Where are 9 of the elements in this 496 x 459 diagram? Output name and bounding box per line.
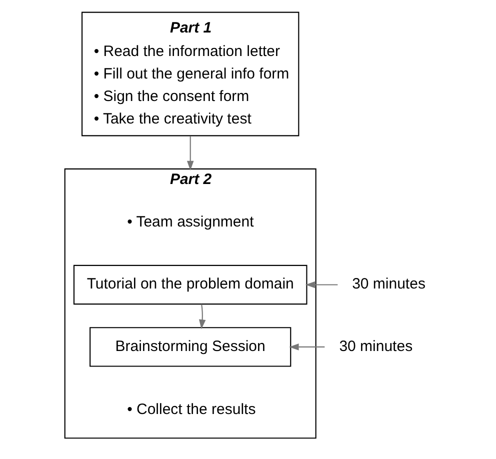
arrow	[305, 281, 338, 288]
arrow	[198, 304, 206, 330]
node-text: 30 minutes	[352, 276, 426, 293]
node-box: Part 1 • Read the information letter • Fill out the general info form • Sign the consent form • Take the creativity test	[82, 12, 300, 136]
node-box: Brainstorming Session	[90, 327, 292, 367]
arrow	[289, 344, 325, 350]
node-box: Tutorial on the problem domain	[73, 264, 308, 305]
node-text: 30 minutes	[339, 338, 413, 355]
arrow	[186, 136, 194, 171]
